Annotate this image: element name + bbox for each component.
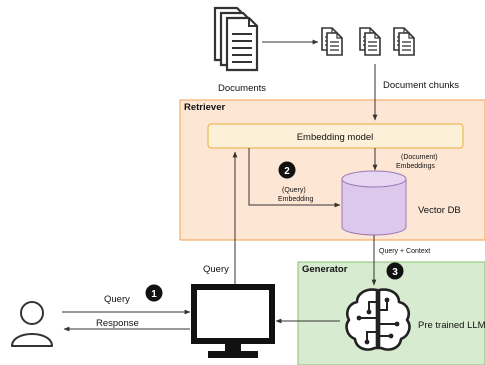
document-embeddings-label-2: Embeddings bbox=[396, 163, 435, 170]
document-stack-icon bbox=[213, 6, 259, 72]
step-1-marker: 1 bbox=[145, 284, 163, 302]
retriever-title: Retriever bbox=[184, 102, 225, 113]
monitor-icon bbox=[191, 284, 275, 358]
step-2-number: 2 bbox=[284, 166, 290, 177]
step-2-marker: 2 bbox=[278, 161, 296, 179]
step-3-number: 3 bbox=[392, 267, 398, 278]
llm-label: Pre trained LLM bbox=[418, 320, 485, 331]
vector-db-label: Vector DB bbox=[418, 205, 461, 216]
retriever-panel-bg bbox=[179, 99, 485, 241]
query-in-label: Query bbox=[104, 294, 130, 305]
response-label: Response bbox=[96, 318, 139, 329]
generator-title: Generator bbox=[302, 264, 348, 275]
query-up-label: Query bbox=[203, 264, 229, 275]
step-3-marker: 3 bbox=[386, 262, 404, 280]
embedding-model-box: Embedding model bbox=[207, 123, 464, 149]
query-context-label: Query + Context bbox=[379, 248, 430, 255]
brain-circuit-icon bbox=[345, 288, 411, 351]
document-embeddings-label-1: (Document) bbox=[401, 154, 438, 161]
query-embedding-label-2: Embedding bbox=[278, 196, 314, 203]
step-1-number: 1 bbox=[151, 289, 157, 300]
query-embedding-label-1: (Query) bbox=[282, 187, 306, 194]
retriever-panel: Retriever bbox=[179, 99, 485, 241]
query-embedding-arrow bbox=[248, 148, 341, 208]
embedding-model-label: Embedding model bbox=[297, 132, 374, 143]
documents-label: Documents bbox=[218, 83, 266, 94]
database-icon bbox=[341, 170, 407, 236]
document-chunk-icon bbox=[321, 27, 415, 56]
document-chunks-label: Document chunks bbox=[383, 80, 459, 91]
user-icon bbox=[11, 301, 53, 347]
